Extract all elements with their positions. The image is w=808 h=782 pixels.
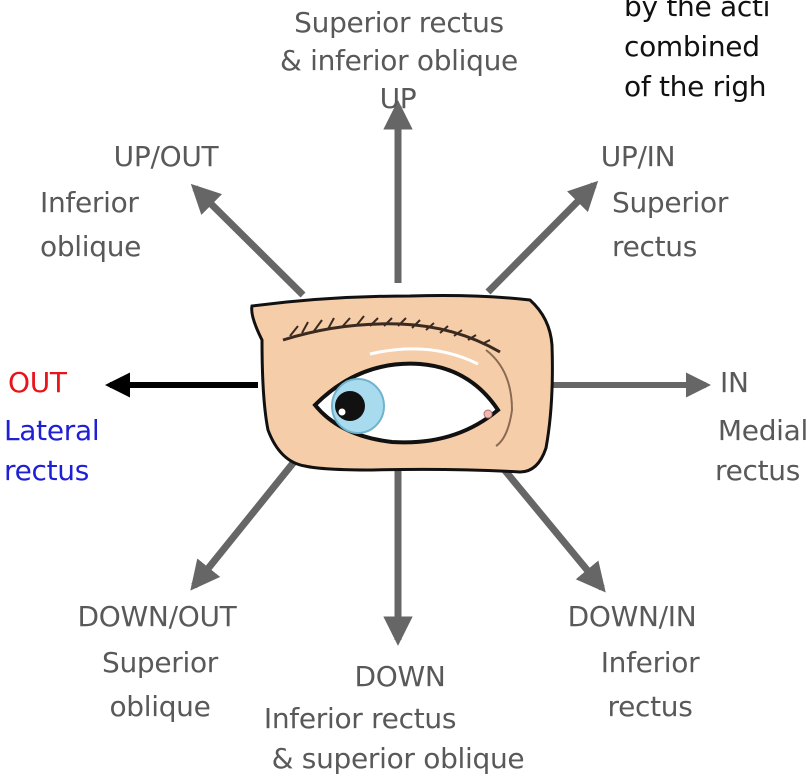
corner-note-line-2: combined bbox=[624, 30, 760, 64]
down-in-direction-label: DOWN/IN bbox=[548, 600, 716, 634]
down-out-muscle-line-2: oblique bbox=[80, 690, 240, 724]
up-out-muscle-line-1: Inferior bbox=[40, 186, 139, 220]
down-muscle-line-1: Inferior rectus bbox=[240, 702, 480, 736]
in-muscle-line-2: rectus bbox=[715, 454, 800, 488]
up-direction-label: UP bbox=[340, 82, 456, 116]
up-in-muscle-line-1: Superior bbox=[612, 186, 728, 220]
down-out-muscle-line-1: Superior bbox=[80, 646, 240, 680]
arrow-down-out bbox=[194, 452, 302, 586]
arrow-up-in bbox=[488, 185, 594, 292]
pupil-highlight bbox=[339, 409, 346, 416]
out-muscle-line-1: Lateral bbox=[4, 414, 99, 448]
corner-note-line-3: of the righ bbox=[624, 70, 766, 104]
up-in-muscle-line-2: rectus bbox=[612, 230, 697, 264]
up-out-direction-label: UP/OUT bbox=[96, 140, 236, 174]
down-out-direction-label: DOWN/OUT bbox=[62, 600, 252, 634]
in-muscle-line-1: Medial bbox=[718, 414, 808, 448]
corner-note-line-1: by the acti bbox=[624, 0, 770, 24]
up-out-muscle-line-2: oblique bbox=[40, 230, 141, 264]
down-direction-label: DOWN bbox=[330, 660, 470, 694]
pupil bbox=[335, 391, 365, 421]
up-in-direction-label: UP/IN bbox=[578, 140, 698, 174]
down-muscle-line-2: & superior oblique bbox=[248, 742, 548, 776]
out-direction-label: OUT bbox=[8, 366, 67, 400]
down-in-muscle-line-2: rectus bbox=[580, 690, 720, 724]
tear-duct bbox=[484, 410, 492, 418]
out-muscle-line-2: rectus bbox=[4, 454, 89, 488]
eye-illustration bbox=[252, 296, 553, 473]
in-direction-label: IN bbox=[720, 366, 749, 400]
up-muscle-line-2: & inferior oblique bbox=[240, 44, 558, 78]
up-muscle-line-1: Superior rectus bbox=[254, 6, 544, 40]
down-in-muscle-line-1: Inferior bbox=[580, 646, 720, 680]
arrow-up-out bbox=[195, 188, 303, 295]
